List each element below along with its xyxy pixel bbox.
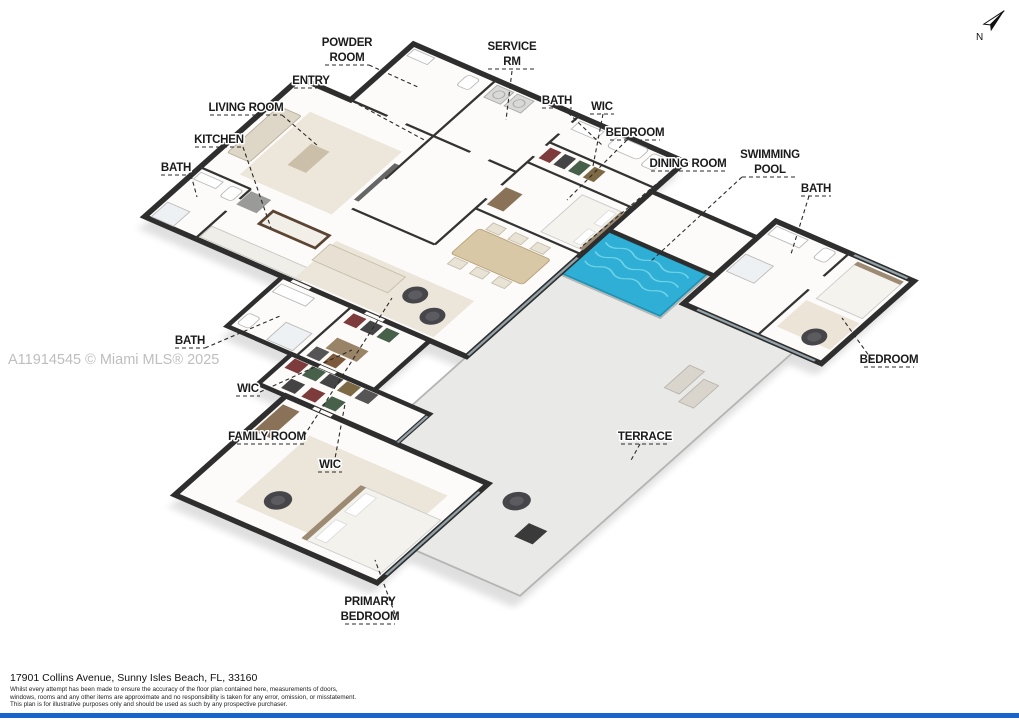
furniture-right-bedroom — [776, 261, 904, 350]
leader-wic-guest — [592, 113, 604, 167]
label-family-room: FAMILY ROOM — [228, 431, 306, 443]
furniture-mid-wic — [306, 313, 400, 369]
label-service-rm: SERVICE — [488, 41, 537, 53]
label-powder-room-2: ROOM — [330, 52, 365, 64]
label-bedroom-right: BEDROOM — [860, 354, 919, 366]
label-primary-bedroom: PRIMARY — [344, 596, 396, 608]
label-wic-guest: WIC — [591, 101, 613, 113]
label-bath-guest: BATH — [542, 95, 572, 107]
label-dining-room: DINING ROOM — [649, 158, 726, 170]
leader-entry — [327, 87, 429, 143]
door-openings — [224, 114, 826, 417]
label-bath-pool: BATH — [801, 183, 831, 195]
label-living-room: LIVING ROOM — [208, 102, 283, 114]
furniture-dining — [446, 222, 552, 290]
label-bath-kitchen: BATH — [161, 162, 191, 174]
leader-bedroom-guest — [566, 139, 628, 201]
label-wic-lower: WIC — [319, 459, 341, 471]
disclaimer-line-3: This plan is for illustrative purposes o… — [10, 701, 288, 709]
label-swimming-pool-2: POOL — [754, 164, 786, 176]
compass-label: N — [976, 32, 983, 43]
furniture-family-room — [295, 241, 475, 338]
label-entry: ENTRY — [292, 75, 330, 87]
label-powder-room: POWDER — [322, 37, 373, 49]
furniture-powder-room — [406, 48, 480, 90]
disclaimer-line-2: windows, rooms and any other items are a… — [10, 693, 357, 701]
furniture-right-bath — [725, 225, 836, 284]
leader-bath-kitchen — [190, 174, 198, 198]
leader-bath-pool — [790, 195, 810, 255]
labels-layer: POWDER ROOM SERVICE RM ENTRY LIVING ROOM… — [159, 36, 920, 625]
furniture-lower-wic — [281, 358, 379, 412]
disclaimer-line-1: Whilst every attempt has been made to en… — [10, 686, 338, 693]
compass-north-icon: N — [976, 10, 1005, 43]
leader-powder — [368, 64, 421, 89]
leader-dining — [579, 170, 673, 249]
furniture-bath-kitchen — [150, 171, 243, 227]
furniture-mid-bath — [237, 283, 316, 352]
furniture-guest-wic — [538, 147, 606, 183]
disclaimer-text: Whilst every attempt has been made to en… — [10, 686, 356, 709]
leader-service — [505, 70, 513, 121]
furniture-guest-bedroom — [486, 187, 625, 251]
watermark: A11914545 © Miami MLS® 2025 — [8, 352, 219, 368]
label-swimming-pool: SWIMMING — [740, 149, 800, 161]
leader-living — [281, 114, 319, 147]
glass-walls — [384, 254, 909, 576]
leader-primary — [374, 559, 396, 615]
leader-terrace — [629, 443, 641, 463]
leader-bath-guest — [562, 107, 604, 147]
furniture-primary-bedroom — [235, 404, 448, 574]
label-kitchen: KITCHEN — [194, 134, 244, 146]
furniture-living-room — [227, 106, 403, 215]
label-bath-mid: BATH — [175, 335, 205, 347]
leader-bedroom-right — [841, 317, 873, 361]
leader-family — [303, 297, 393, 437]
label-primary-bedroom-2: BEDROOM — [341, 611, 400, 623]
leader-kitchen — [242, 146, 272, 229]
floor-plan — [139, 40, 919, 597]
furniture-guest-bath — [570, 120, 666, 171]
furniture-service-room — [483, 84, 535, 114]
leader-wic-lower — [333, 403, 346, 465]
furniture-kitchen — [199, 191, 332, 282]
label-bedroom-guest: BEDROOM — [606, 127, 665, 139]
interior-walls — [194, 79, 851, 357]
address-text: 17901 Collins Avenue, Sunny Isles Beach,… — [10, 672, 258, 684]
label-terrace: TERRACE — [618, 431, 673, 443]
label-wic-mid: WIC — [237, 383, 259, 395]
label-service-rm-2: RM — [503, 56, 521, 68]
furniture-terrace — [502, 364, 720, 545]
leader-wic-mid — [259, 349, 353, 393]
footer-accent-bar — [0, 713, 1019, 718]
